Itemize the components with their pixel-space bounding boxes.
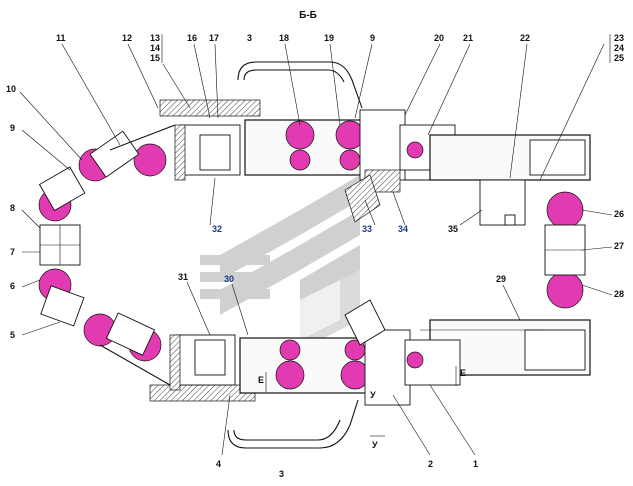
leader-lines xyxy=(19,43,613,456)
view-mark-e-left: E xyxy=(258,375,264,385)
left-roller-chain xyxy=(38,130,167,362)
section-title: Б-Б xyxy=(299,10,317,21)
label-30: 30 xyxy=(224,274,234,284)
label-15: 15 xyxy=(150,53,160,63)
label-4: 4 xyxy=(216,459,221,469)
label-10: 10 xyxy=(6,84,16,94)
label-28: 28 xyxy=(614,289,624,299)
label-23: 23 xyxy=(614,33,624,43)
upper-assembly xyxy=(159,99,456,223)
label-26: 26 xyxy=(614,209,624,219)
watermark-logo xyxy=(200,175,360,350)
label-2: 2 xyxy=(428,459,433,469)
label-35: 35 xyxy=(448,224,458,234)
label-8: 8 xyxy=(10,203,15,213)
view-mark-e-right: E xyxy=(460,368,466,378)
label-24: 24 xyxy=(614,43,624,53)
label-33: 33 xyxy=(362,224,372,234)
label-5: 5 xyxy=(10,330,15,340)
label-22: 22 xyxy=(520,33,530,43)
view-marks: E E У У xyxy=(258,366,466,450)
view-mark-y-bottom: У xyxy=(372,440,378,450)
label-21: 21 xyxy=(463,33,473,43)
lower-handle xyxy=(227,399,359,449)
label-17: 17 xyxy=(209,33,219,43)
label-9-left: 9 xyxy=(10,123,15,133)
label-16: 16 xyxy=(187,33,197,43)
label-25: 25 xyxy=(614,53,624,63)
label-9-top: 9 xyxy=(370,33,375,43)
label-13: 13 xyxy=(150,33,160,43)
label-20: 20 xyxy=(434,33,444,43)
label-27: 27 xyxy=(614,241,624,251)
right-frame xyxy=(420,134,591,376)
label-1: 1 xyxy=(473,459,478,469)
label-3-top: 3 xyxy=(247,33,252,43)
label-11: 11 xyxy=(56,33,66,43)
upper-handle xyxy=(237,61,363,109)
label-12: 12 xyxy=(122,33,132,43)
label-14: 14 xyxy=(150,43,160,53)
label-31: 31 xyxy=(178,272,188,282)
label-3-bottom: 3 xyxy=(279,469,284,479)
view-mark-y-middle: У xyxy=(370,390,376,400)
label-19: 19 xyxy=(324,33,334,43)
label-6: 6 xyxy=(10,281,15,291)
label-34: 34 xyxy=(398,224,408,234)
lower-assembly xyxy=(149,299,461,406)
part-labels: 11 12 13 14 15 16 17 3 18 19 9 20 21 22 … xyxy=(6,33,624,479)
label-7: 7 xyxy=(10,247,15,257)
label-29: 29 xyxy=(496,274,506,284)
label-32: 32 xyxy=(212,224,222,234)
label-18: 18 xyxy=(279,33,289,43)
